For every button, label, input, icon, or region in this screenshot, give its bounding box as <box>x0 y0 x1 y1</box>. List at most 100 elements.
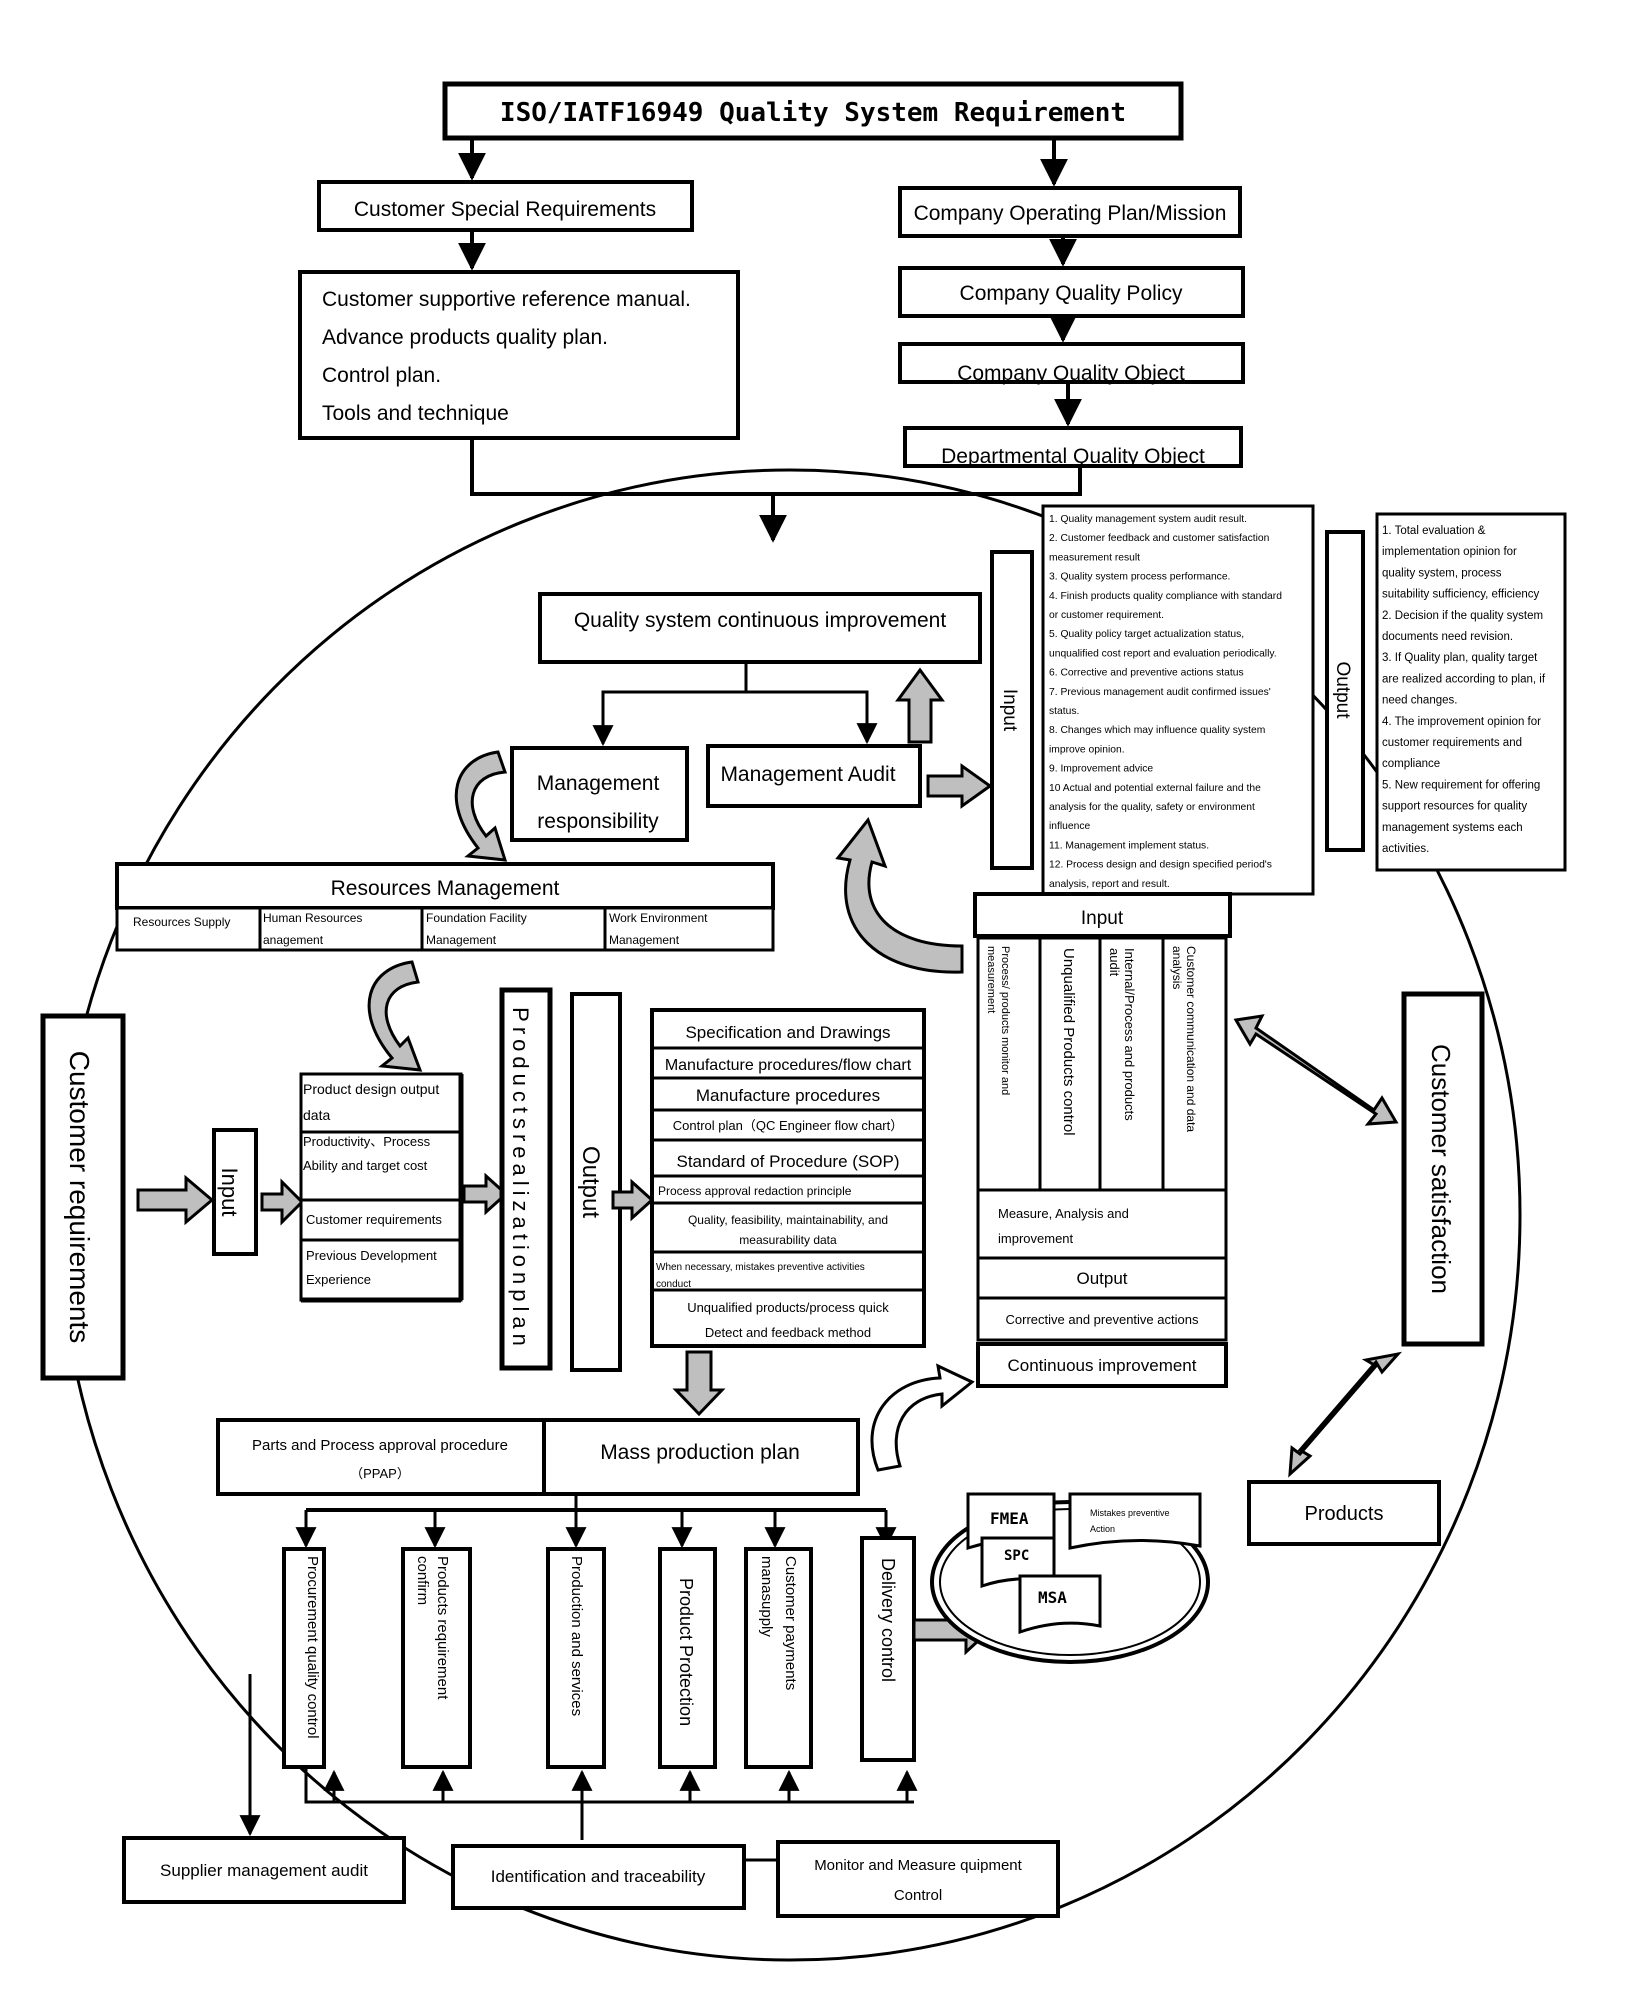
resource-item: anagement <box>263 933 324 947</box>
up-arrow-icon <box>895 667 945 744</box>
fmea-label: FMEA <box>990 1509 1029 1528</box>
spc-label: SPC <box>1004 1548 1029 1564</box>
spec-item: conduct <box>656 1279 691 1290</box>
ppap-box: Parts and Process approval procedure （PP… <box>216 1418 546 1496</box>
quality-system-improvement-text: Quality system continuous improvement <box>574 609 946 632</box>
measure-column-label: analysis <box>1170 946 1184 989</box>
manual-item: Control plan. <box>322 364 441 387</box>
review-input-item: 1. Quality management system audit resul… <box>1049 514 1247 525</box>
measure-column-label: Unqualified Products control <box>1060 948 1077 1136</box>
resource-item: Human Resources <box>263 911 362 925</box>
design-inputs-box: Product design output data Productivity、… <box>299 1072 464 1303</box>
management-audit-text: Management Audit <box>720 763 895 786</box>
spec-item: When necessary, mistakes preventive acti… <box>656 1262 865 1273</box>
input-box: Input <box>212 1128 258 1256</box>
review-output-item: 1. Total evaluation & <box>1382 525 1486 537</box>
review-output-item: compliance <box>1382 758 1440 770</box>
measure-column-label: Customer communication and data <box>1184 946 1198 1132</box>
quality-tools-group: FMEA Mistakes preventive Action SPC MSA <box>930 1492 1210 1664</box>
production-column-label: Procurement quality control <box>304 1556 321 1739</box>
customer-special-requirements-text: Customer Special Requirements <box>354 198 656 221</box>
measure-analysis-box: Measure, Analysis and improvement <box>976 1188 1228 1260</box>
review-output-item: 3. If Quality plan, quality target <box>1382 652 1538 664</box>
review-input-item: 5. Quality policy target actualization s… <box>1049 629 1244 640</box>
products-realization-plan-text: Productsrealizationplan <box>508 1007 533 1351</box>
specification-list: Specification and Drawings Manufacture p… <box>650 1008 926 1348</box>
production-column-payments: Customer payments manasupply <box>744 1547 813 1769</box>
review-output-list: 1. Total evaluation & implementation opin… <box>1375 512 1567 872</box>
spec-item: Specification and Drawings <box>685 1023 890 1042</box>
production-column-label: Product Protection <box>676 1578 696 1726</box>
company-operating-plan-box: Company Operating Plan/Mission <box>898 186 1242 238</box>
review-input-item: 9. Improvement advice <box>1049 764 1153 775</box>
identification-box: Identification and traceability <box>451 1844 746 1910</box>
design-input: Customer requirements <box>306 1212 442 1227</box>
spec-item: Manufacture procedures <box>696 1086 880 1105</box>
right-arrow-icon <box>260 1178 305 1226</box>
down-arrow-icon <box>672 1350 726 1417</box>
right-arrow-icon <box>462 1172 509 1216</box>
title-text: ISO/IATF16949 Quality System Requirement <box>500 98 1126 128</box>
management-responsibility-box: Management responsibility <box>510 746 689 842</box>
spec-item: measurability data <box>739 1233 837 1247</box>
title-box: ISO/IATF16949 Quality System Requirement <box>442 81 1184 141</box>
ppap-line: Parts and Process approval procedure <box>252 1437 508 1454</box>
review-input-item: 3. Quality system process performance. <box>1049 572 1230 583</box>
right-arrow-icon <box>926 763 993 809</box>
measure-analysis-line: improvement <box>998 1231 1074 1246</box>
right-arrow-icon <box>136 1174 215 1226</box>
monitor-equipment-line: Control <box>894 1887 942 1904</box>
double-arrow-icon <box>1233 1014 1399 1126</box>
review-output-item: customer requirements and <box>1382 737 1522 749</box>
customer-special-requirements-box: Customer Special Requirements <box>317 180 694 232</box>
measure-input-label: Input <box>1081 908 1124 929</box>
customer-satisfaction-text: Customer satisfaction <box>1426 1044 1456 1294</box>
spec-item: Standard of Procedure (SOP) <box>676 1152 899 1171</box>
production-column-label: Products requirement <box>434 1556 451 1700</box>
review-input-item: measurement result <box>1049 552 1140 563</box>
review-output-item: quality system, process <box>1382 567 1502 579</box>
review-output-item: implementation opinion for <box>1382 546 1517 558</box>
customer-manual-box: Customer supportive reference manual. Ad… <box>298 270 740 440</box>
measure-input-header: Input <box>973 892 1232 938</box>
review-output-item: management systems each <box>1382 822 1523 834</box>
resource-item: Management <box>609 933 680 947</box>
manual-item: Tools and technique <box>322 402 509 425</box>
curved-arrow-icon <box>835 816 964 974</box>
supplier-audit-box: Supplier management audit <box>122 1836 406 1904</box>
review-output-item: documents need revision. <box>1382 631 1513 643</box>
ppap-line: （PPAP） <box>350 1466 410 1481</box>
review-input-item: 8. Changes which may influence quality s… <box>1049 725 1265 736</box>
monitor-equipment-line: Monitor and Measure quipment <box>814 1857 1022 1874</box>
review-input-item: analysis, report and result. <box>1049 879 1170 890</box>
management-responsibility-line: Management <box>537 772 660 795</box>
departmental-quality-object-box: Departmental Quality Object <box>903 426 1243 468</box>
measure-output-box: Output <box>976 1256 1228 1300</box>
measure-analysis-line: Measure, Analysis and <box>998 1206 1129 1221</box>
review-input-item: 7. Previous management audit confirmed i… <box>1049 687 1271 698</box>
review-output-item: 5. New requirement for offering <box>1382 779 1540 791</box>
review-output-item: support resources for quality <box>1382 801 1527 813</box>
production-column-procurement: Procurement quality control <box>282 1547 326 1769</box>
monitor-equipment-box: Monitor and Measure quipment Control <box>776 1840 1060 1918</box>
departmental-quality-object-text: Departmental Quality Object <box>941 445 1205 468</box>
production-column-requirement-confirm: Products requirement confirm <box>401 1547 472 1769</box>
review-input-item: 10 Actual and potential external failure… <box>1049 783 1261 794</box>
resource-item: Management <box>426 933 497 947</box>
measure-column-label: audit <box>1107 948 1122 977</box>
review-input-item: 4. Finish products quality compliance wi… <box>1049 591 1282 602</box>
review-input-list: 1. Quality management system audit resul… <box>1041 504 1315 896</box>
resource-item: Work Environment <box>609 911 708 925</box>
curved-arrow-icon <box>870 1363 975 1472</box>
supplier-audit-text: Supplier management audit <box>160 1861 368 1880</box>
review-input-label: Input <box>999 689 1020 732</box>
company-quality-object-text: Company Quality Object <box>957 362 1185 385</box>
resources-management-text: Resources Management <box>331 877 560 900</box>
msa-label: MSA <box>1038 1588 1067 1607</box>
review-output-item: suitability sufficiency, efficiency <box>1382 589 1539 601</box>
review-input-item: unqualified cost report and evaluation p… <box>1049 648 1277 659</box>
review-input-item: improve opinion. <box>1049 744 1125 755</box>
output-box: Output <box>570 992 622 1372</box>
production-column-production-services: Production and services <box>546 1547 606 1769</box>
review-output-label: Output <box>1332 661 1353 719</box>
